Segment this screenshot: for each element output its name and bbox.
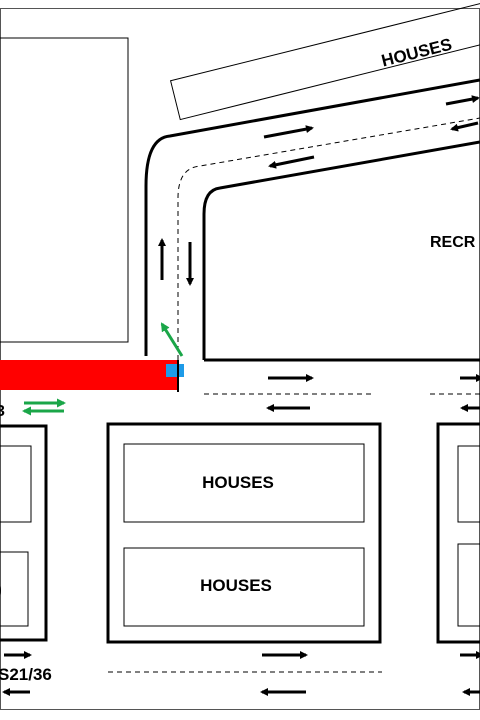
block-right-inner-upper: [457, 445, 480, 523]
bottom-left-code: S21/36: [0, 665, 52, 684]
houses-upper-rect: [123, 443, 365, 523]
arrow-top-right-forward: [263, 125, 314, 139]
left-edge-code: 3: [0, 403, 5, 420]
recreation-block: [202, 140, 480, 360]
building-top-left: [0, 37, 129, 343]
houses-upper-label: HOUSES: [202, 473, 274, 492]
recreation-label: RECR: [430, 234, 476, 251]
red-barrier: [0, 360, 178, 390]
houses-block-center: [106, 422, 382, 644]
houses-lower-rect: [123, 547, 365, 627]
block-left-small-label: ): [0, 581, 2, 597]
block-right-inner-lower: [457, 543, 480, 627]
houses-lower-label: HOUSES: [200, 576, 272, 595]
road-edge-outer: [144, 78, 480, 356]
blue-marker: [166, 364, 184, 377]
block-right: [436, 422, 480, 644]
block-left: [0, 424, 48, 642]
houses-top-label: HOUSES: [380, 35, 454, 71]
block-left-inner-lower: [0, 551, 29, 627]
green-arrow-diagonal: [160, 322, 184, 357]
block-left-inner-upper: [0, 445, 32, 523]
arrow-far-right-forward: [445, 95, 480, 106]
arrow-top-right-back: [268, 155, 315, 169]
road-centerline: [177, 117, 480, 360]
houses-top-block: [169, 2, 480, 121]
arrow-far-right-back: [450, 121, 479, 132]
